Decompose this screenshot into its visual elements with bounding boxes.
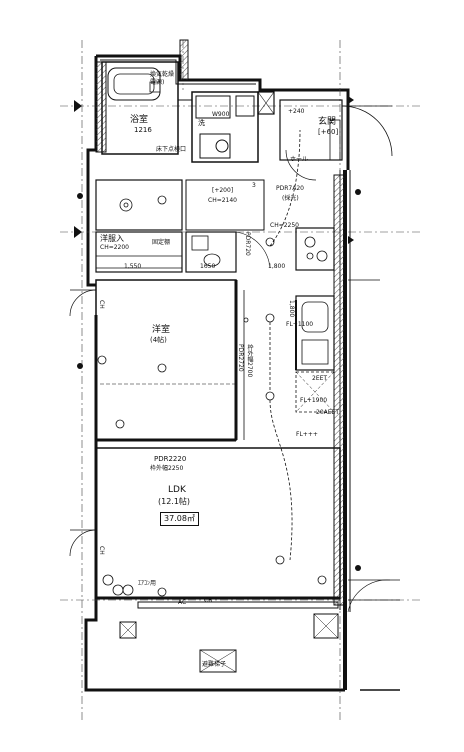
bath-room-name: 浴室 <box>130 115 149 125</box>
ventilator-label: 換気乾燥 <box>150 71 175 78</box>
dim-1800: 1,800 <box>268 263 286 270</box>
ac-label: AC <box>178 599 187 606</box>
fl-xxxx: FL+++ <box>296 431 318 438</box>
ee20-label: 20AEET <box>316 409 339 416</box>
cr-label: CR <box>204 597 213 604</box>
ch-left-top: CH <box>98 300 105 309</box>
number-3: 3 <box>252 182 256 189</box>
hall-label: ホール <box>290 156 309 163</box>
fl-1100: FL+1100 <box>286 321 314 328</box>
dim-1800-vertical: 1,800 <box>288 300 295 318</box>
fl-1900: FL+1900 <box>300 397 328 404</box>
door-pdr720: PDR720 <box>244 232 251 256</box>
evac-ladder-label: 避難梯子 <box>202 661 227 668</box>
level-240: +240 <box>288 108 305 115</box>
exterior-walls <box>84 54 350 692</box>
level-200: [+200] <box>212 187 234 194</box>
closet-room-name: 洋服入 <box>100 234 124 243</box>
door-pdr2220-note: 枠外幅2250 <box>150 465 184 472</box>
western-room-name: 洋室 <box>152 325 171 335</box>
balcony <box>347 170 400 691</box>
western-room-tatami: (4帖) <box>150 336 167 344</box>
ldk-room-name: LDK <box>168 485 186 495</box>
toilet-block <box>185 179 271 273</box>
fixed-shelf-label: 固定棚 <box>152 239 171 246</box>
entrance-area <box>279 99 393 181</box>
door-pdr7a20: PDR7A20 <box>276 185 304 192</box>
bath-room-size: 1216 <box>134 126 152 134</box>
grid-lines <box>60 40 420 720</box>
ch-2140: CH=2140 <box>208 197 237 204</box>
ldk-room-area: 37.08㎡ <box>160 512 199 526</box>
floor-hatch-label: 床下点検口 <box>156 146 187 153</box>
kitchen-column <box>295 227 335 413</box>
ldk-room <box>69 447 341 673</box>
washroom <box>191 91 275 163</box>
aircon-label: ｴｱｺﾝ用 <box>138 580 157 587</box>
dim-1550: 1,550 <box>124 263 142 270</box>
side-markers <box>74 96 361 571</box>
entrance-room-name: 玄関 <box>318 117 337 127</box>
washer-label: W900 <box>212 111 230 118</box>
ch-left-bottom: CH <box>98 546 105 555</box>
door-pdr2220: PDR2220 <box>154 455 187 463</box>
closet <box>95 179 183 273</box>
door-pdr7a20-note: (採光) <box>282 195 299 202</box>
bathroom-room <box>101 61 192 155</box>
fixtures <box>97 129 327 597</box>
wash-label: 洗 <box>198 119 205 127</box>
entrance-level: [+60] <box>318 128 339 136</box>
dim-1650: 1650 <box>200 263 216 270</box>
door-pdr2720: PDR2720 <box>237 344 244 372</box>
ch-2250: CH=2250 <box>270 222 299 229</box>
ee2-label: 2EET <box>312 375 328 382</box>
western-room <box>69 279 245 449</box>
ch-2200: CH=2200 <box>100 244 129 251</box>
door-pdr2720-note: 枠外幅2700 <box>246 344 253 378</box>
ventilator-label-2: 電源) <box>150 79 165 86</box>
ldk-room-tatami: (12.1帖) <box>158 497 191 506</box>
